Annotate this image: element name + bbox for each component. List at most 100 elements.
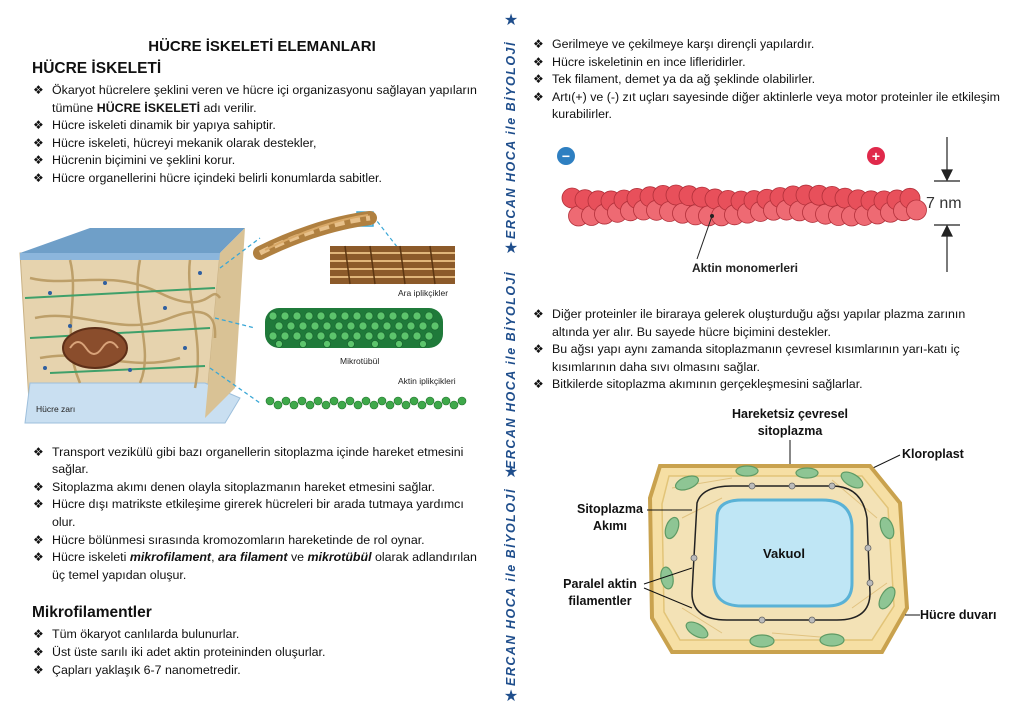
bullet-text: ,	[211, 550, 218, 565]
watermark-text: ERCAN HOCA ile BİYOLOJİ	[504, 488, 518, 686]
figure-label-mikrotubul: Mikrotübül	[340, 356, 379, 366]
list-item: ❖ Tüm ökaryot canlılarda bulunurlar.	[32, 626, 482, 644]
watermark-text: ERCAN HOCA ile BİYOLOJİ	[504, 41, 518, 239]
list-item: ❖ Ökaryot hücrelere şeklini veren ve hücr…	[32, 82, 482, 117]
bullet-icon: ❖	[33, 83, 44, 97]
cytoplasmic-streaming-figure: Hareketsiz çevresel sitoplazma Kloroplas…	[563, 408, 996, 654]
bullet-text: Hücre iskeleti, hücreyi mekanik olarak d…	[52, 135, 317, 150]
label-kloroplast: Kloroplast	[902, 447, 965, 461]
bullet-text: Tüm ökaryot canlılarda bulunurlar.	[52, 627, 240, 642]
list-item: ❖ Gerilmeye ve çekilmeye karşı dirençli y…	[532, 36, 1002, 54]
network-bullet-list: ❖ Diğer proteinler ile biraraya gelerek o…	[532, 306, 1002, 394]
figure-label-zar: Hücre zarı	[36, 404, 75, 414]
size-label: 7 nm	[926, 195, 962, 212]
mikro-bullet-list: ❖ Tüm ökaryot canlılarda bulunurlar. ❖ Üst…	[32, 626, 482, 679]
bullet-text: Tek filament, demet ya da ağ şeklinde ol…	[552, 72, 816, 87]
bullet-text: Hücre iskeletinin en ince lifleridirler.	[552, 54, 746, 69]
bullet-icon: ❖	[33, 644, 44, 659]
left-column: HÜCRE İSKELETİ ELEMANLARI HÜCRE İSKELETİ…	[19, 38, 482, 679]
bullet-text: Bitkilerde sitoplazma akımının gerçekleş…	[552, 377, 863, 392]
bullet-text: Hücre bölünmesi sırasında kromozomların …	[52, 532, 425, 547]
list-item: ❖ Hücre dışı matrikste etkileşime girerek…	[32, 496, 482, 531]
right-column: ❖ Gerilmeye ve çekilmeye karşı dirençli y…	[532, 36, 1002, 668]
list-item: ❖ Bu ağsı yapı aynı zamanda sitoplazmanın…	[532, 341, 1002, 376]
monomer-label: Aktin monomerleri	[692, 261, 798, 275]
list-item: ❖ Hücre iskeleti dinamik bir yapıya sahip…	[32, 117, 482, 135]
watermark-text: ERCAN HOCA ile BİYOLOJİ	[504, 271, 518, 469]
list-item: ❖ Artı(+) ve (-) zıt uçları sayesinde diğ…	[532, 89, 1002, 124]
actin-monomers	[561, 184, 927, 227]
bullet-icon: ❖	[33, 550, 44, 565]
list-item: ❖ Üst üste sarılı iki adet aktin proteini…	[32, 644, 482, 662]
actin-monomer	[906, 199, 927, 221]
bullet-text: Hücre iskeleti	[52, 550, 130, 565]
bullet-text: Hücre organellerini hücre içindeki belir…	[52, 170, 382, 185]
bullet-text: ve	[287, 550, 308, 565]
label-sitoplazma: Sitoplazma	[577, 502, 644, 516]
bullet-icon: ❖	[33, 170, 44, 185]
term-mikrotubul: mikrotübül	[307, 550, 372, 565]
label-sitoplazma-akimi: Akımı	[593, 519, 627, 533]
star-icon: ★	[503, 464, 519, 481]
list-item: ❖ Transport vezikülü gibi bazı organeller…	[32, 444, 482, 479]
bullet-text: Hücre iskeleti dinamik bir yapıya sahipt…	[52, 118, 276, 133]
minus-end-icon: −	[562, 148, 570, 164]
intro-bullet-list: ❖ Ökaryot hücrelere şeklini veren ve hücr…	[32, 82, 482, 188]
figure-label-ara: Ara iplikçikler	[398, 288, 448, 298]
term-ara-filament: ara filament	[217, 550, 288, 565]
list-item: ❖Hücrenin biçimini ve şeklini korur.	[32, 152, 482, 170]
bullet-icon: ❖	[533, 342, 544, 357]
bullet-icon: ❖	[533, 37, 544, 51]
bullet-icon: ❖	[33, 627, 44, 642]
vertical-divider: ★ ERCAN HOCA ile BİYOLOJİ ★ ERCAN HOCA i…	[499, 10, 523, 715]
bullet-icon: ❖	[33, 118, 44, 133]
list-item: ❖ Sitoplazma akımı denen olayla sitoplazm…	[32, 479, 482, 497]
properties-bullet-list: ❖ Gerilmeye ve çekilmeye karşı dirençli y…	[532, 36, 1002, 124]
bullet-text: Sitoplazma akımı denen olayla sitoplazma…	[52, 479, 435, 494]
bullet-text: Artı(+) ve (-) zıt uçları sayesinde diğe…	[552, 89, 1000, 122]
label-paralel-2: filamentler	[568, 594, 631, 608]
bullet-text: Hücre dışı matrikste etkileşime girerek …	[52, 497, 464, 529]
list-item: ❖ Çapları yaklaşık 6-7 nanometredir.	[32, 662, 482, 680]
figure-label-aktin: Aktin iplikçikleri	[398, 376, 456, 386]
bullet-icon: ❖	[33, 497, 44, 512]
label-hareketsiz-2: sitoplazma	[758, 424, 824, 438]
list-item: ❖ Tek filament, demet ya da ağ şeklinde o…	[532, 71, 1002, 89]
label-vakuol: Vakuol	[763, 546, 805, 561]
label-paralel: Paralel aktin	[563, 577, 637, 591]
bullet-text: Üst üste sarılı iki adet aktin proteinin…	[52, 644, 326, 659]
bullet-text: Diğer proteinler ile biraraya gelerek ol…	[552, 306, 966, 339]
list-item: ❖ Diğer proteinler ile biraraya gelerek o…	[532, 306, 1002, 341]
list-item: ❖ Hücre organellerini hücre içindeki beli…	[32, 170, 482, 188]
monomer-pointer	[696, 215, 713, 260]
bullet-text: olarak adlandırılan üç temel yapıdan olu…	[52, 550, 477, 582]
bold-term: HÜCRE İSKELETİ	[96, 100, 201, 115]
bullet-icon: ❖	[533, 54, 544, 69]
section-title-hucre-iskeleti: HÜCRE İSKELETİ	[32, 60, 162, 77]
actin-filament-figure: − + Aktin monomerleri 7 nm	[557, 136, 962, 275]
bullet-icon: ❖	[533, 72, 544, 87]
bullet-text: Hücrenin biçimini ve şeklini korur.	[52, 153, 236, 168]
bullet-icon: ❖	[533, 377, 544, 392]
list-item: ❖ Hücre bölünmesi sırasında kromozomların…	[32, 532, 482, 550]
bullet-icon: ❖	[33, 532, 44, 547]
bullet-icon: ❖	[533, 89, 544, 104]
bullet-icon: ❖	[533, 306, 544, 321]
bullet-icon: ❖	[33, 662, 44, 677]
bullet-icon: ❖	[33, 444, 44, 459]
cytoskeleton-figure: Ara iplikçikler Mikrotübül Aktin iplikçi…	[19, 210, 467, 424]
bullet-text: Çapları yaklaşık 6-7 nanometredir.	[52, 662, 241, 677]
bullet-text: Ökaryot hücrelere şeklini veren ve hücre…	[52, 83, 477, 115]
bullet-text: Transport vezikülü gibi bazı organelleri…	[52, 444, 464, 477]
list-item: ❖Hücre iskeleti mikrofilament, ara filam…	[32, 549, 482, 584]
bullet-icon: ❖	[33, 479, 44, 494]
list-item: ❖ Hücre iskeleti, hücreyi mekanik olarak …	[32, 135, 482, 153]
star-icon: ★	[503, 240, 519, 257]
function-bullet-list: ❖ Transport vezikülü gibi bazı organeller…	[32, 444, 482, 585]
list-item: ❖ Bitkilerde sitoplazma akımının gerçekle…	[532, 376, 1002, 394]
bullet-text: adı verilir.	[200, 100, 257, 115]
bullet-icon: ❖	[33, 135, 44, 150]
bullet-text: Bu ağsı yapı aynı zamanda sitoplazmanın …	[552, 342, 960, 374]
list-item: ❖ Hücre iskeletinin en ince lifleridirler…	[532, 54, 1002, 72]
bullet-text: Gerilmeye ve çekilmeye karşı dirençli ya…	[552, 37, 815, 51]
